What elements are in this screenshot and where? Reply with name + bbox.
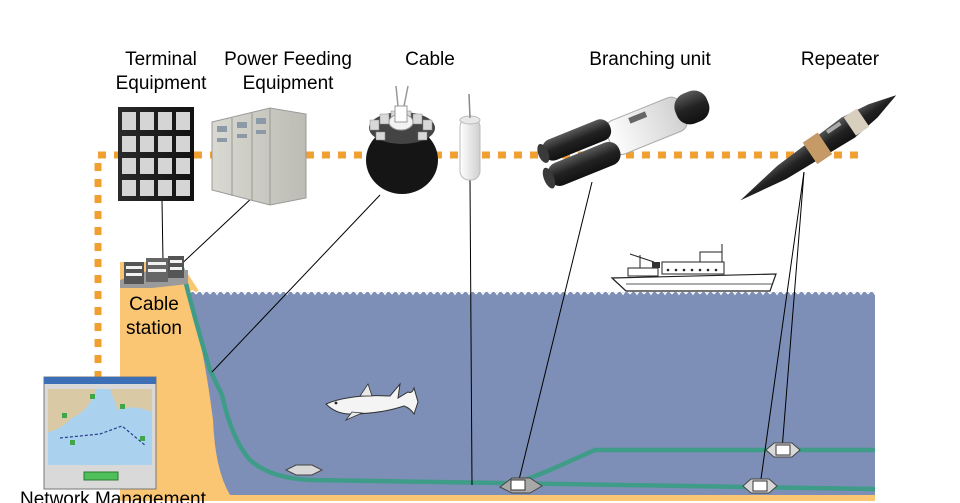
branching-unit-label: Branching unit	[589, 49, 711, 70]
shark-icon	[325, 382, 419, 421]
cable-label: Cable	[405, 49, 455, 70]
repeater-label: Repeater	[800, 49, 880, 70]
main-cable	[179, 267, 876, 492]
branching-unit-on-cable	[499, 477, 543, 494]
dotted-boundary	[94, 151, 862, 395]
cable-end-icon	[459, 93, 481, 181]
network-management-screen-icon	[43, 376, 157, 490]
sea-surface-waves	[186, 287, 875, 296]
repeater-on-cable-3	[742, 478, 778, 494]
network-management-label: Network Management	[20, 489, 206, 503]
power-feeding-cabinet-icon	[211, 107, 307, 206]
cable-cross-section-icon	[366, 85, 438, 194]
terminal-equipment-label: Terminal Equipment	[115, 49, 207, 94]
terminal-equipment-rack-icon	[118, 107, 194, 201]
cable-station-label: Cable station	[126, 294, 182, 339]
branching-unit-icon	[537, 90, 710, 189]
repeater-icon	[740, 95, 897, 201]
repeater-on-cable-1	[284, 464, 324, 476]
callout-lines	[161, 171, 805, 487]
power-feeding-equipment-label: Power Feeding Equipment	[224, 49, 352, 94]
cable-station-building-icon	[120, 256, 188, 288]
sea	[186, 292, 875, 495]
repeater-on-cable-2	[765, 442, 801, 458]
branch-cable	[519, 447, 875, 485]
ship-icon	[610, 244, 777, 292]
